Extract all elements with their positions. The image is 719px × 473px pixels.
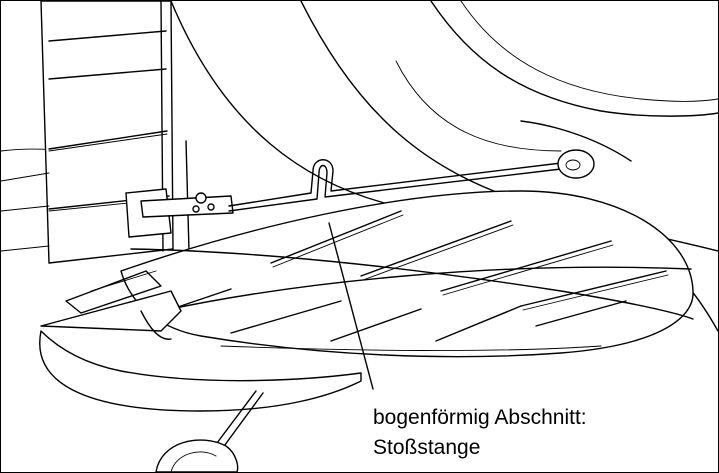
callout-line-1: bogenförmig Abschnitt: <box>373 406 587 429</box>
tail-wheel <box>155 390 264 472</box>
rudder-horn <box>125 188 234 238</box>
callout-leader-line <box>328 222 374 390</box>
lower-fuselage <box>39 270 362 412</box>
callout-line-2: Stoßstange <box>373 436 481 459</box>
callout-label: bogenförmig Abschnitt: Stoßstange <box>373 403 703 463</box>
pushrod <box>228 149 595 212</box>
elevator <box>120 190 694 358</box>
